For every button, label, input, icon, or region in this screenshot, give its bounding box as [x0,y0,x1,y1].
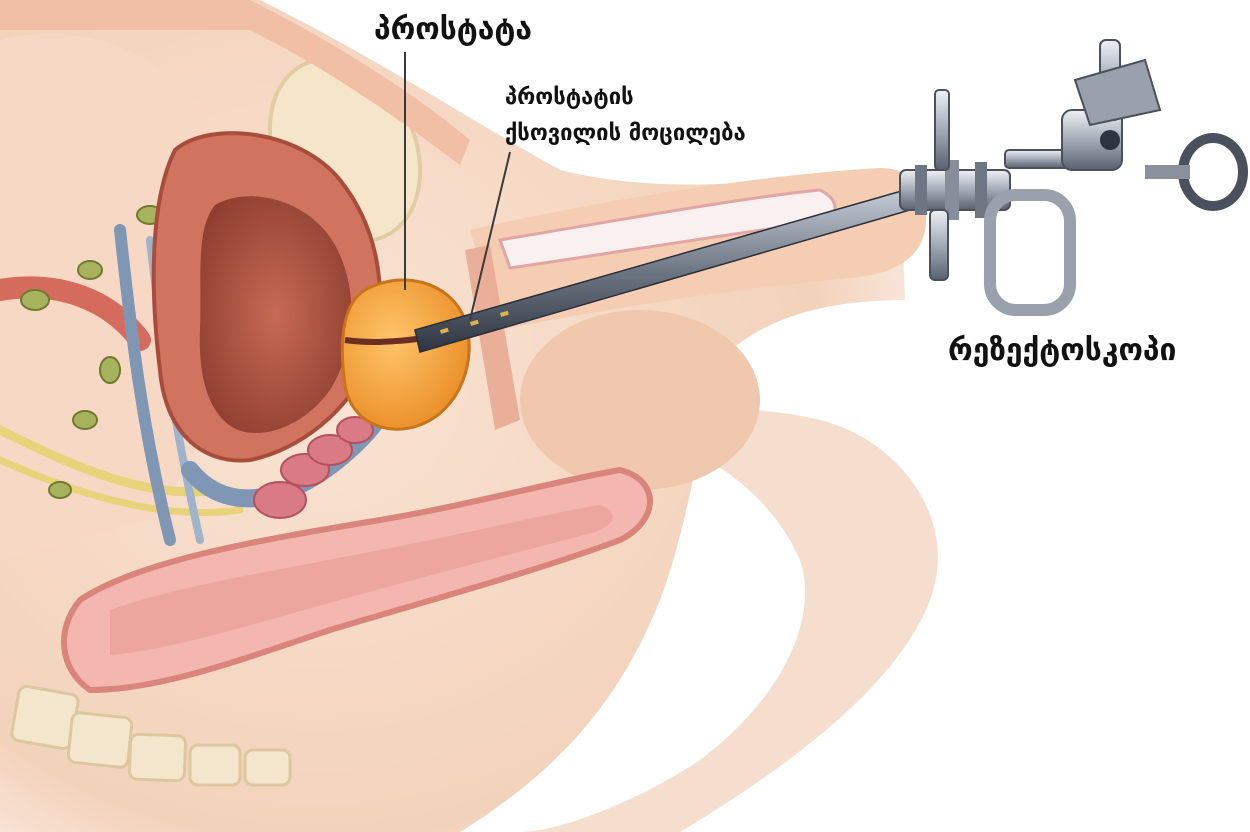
label-tissue-removal-line1: პროსტატის [505,80,746,116]
label-prostate: პროსტატა [374,12,532,47]
resectoscope-handle [900,40,1243,310]
label-tissue-removal-line2: ქსოვილის მოცილება [505,116,746,152]
label-tissue-removal: პროსტატის ქსოვილის მოცილება [505,80,746,152]
scrotum [520,310,760,490]
label-resectoscope: რეზექტოსკოპი [948,333,1176,368]
